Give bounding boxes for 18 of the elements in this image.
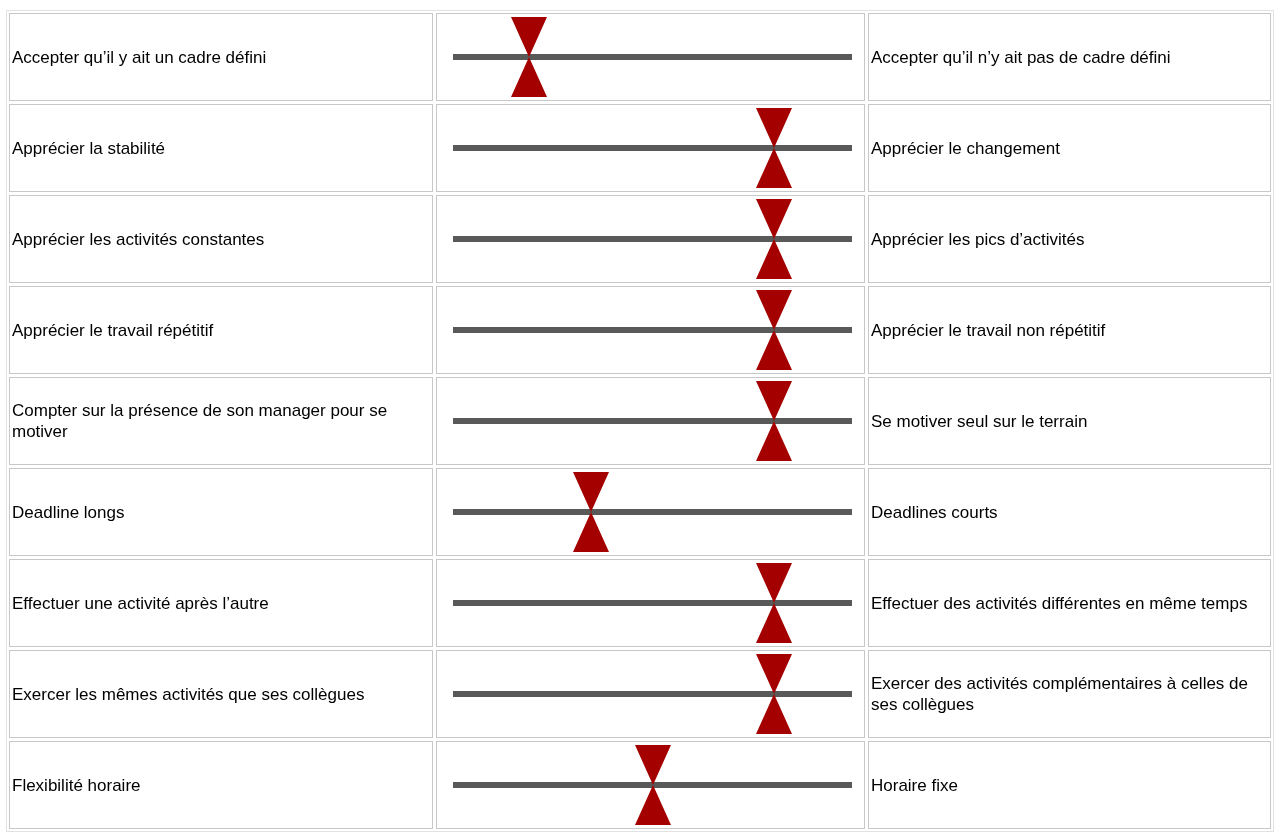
table-cell: Deadline longs [9,468,433,556]
table-cell: Effectuer des activités différentes en même temps [868,559,1271,647]
table-cell: Horaire fixe [868,741,1271,829]
table-cell: Accepter qu’il n’y ait pas de cadre défini [868,13,1271,101]
table-cell: Exercer des activités complémentaires à celles de ses collègues [868,650,1271,738]
table-cell: Apprécier le changement [868,104,1271,192]
table-cell: Apprécier les pics d’activités [868,195,1271,283]
table-cell: Apprécier les activités constantes [9,195,433,283]
table-cell: Exercer les mêmes activités que ses collègues [9,650,433,738]
table-cell: Accepter qu’il y ait un cadre défini [9,13,433,101]
table-cell: Apprécier le travail répétitif [9,286,433,374]
table-cell: Se motiver seul sur le terrain [868,377,1271,465]
table-cell: Apprécier le travail non répétitif [868,286,1271,374]
table-cell: Deadlines courts [868,468,1271,556]
table-cell: Compter sur la présence de son manager pour se motiver [9,377,433,465]
table-cell: Flexibilité horaire [9,741,433,829]
table-cell: Apprécier la stabilité [9,104,433,192]
table-cell: Effectuer une activité après l’autre [9,559,433,647]
